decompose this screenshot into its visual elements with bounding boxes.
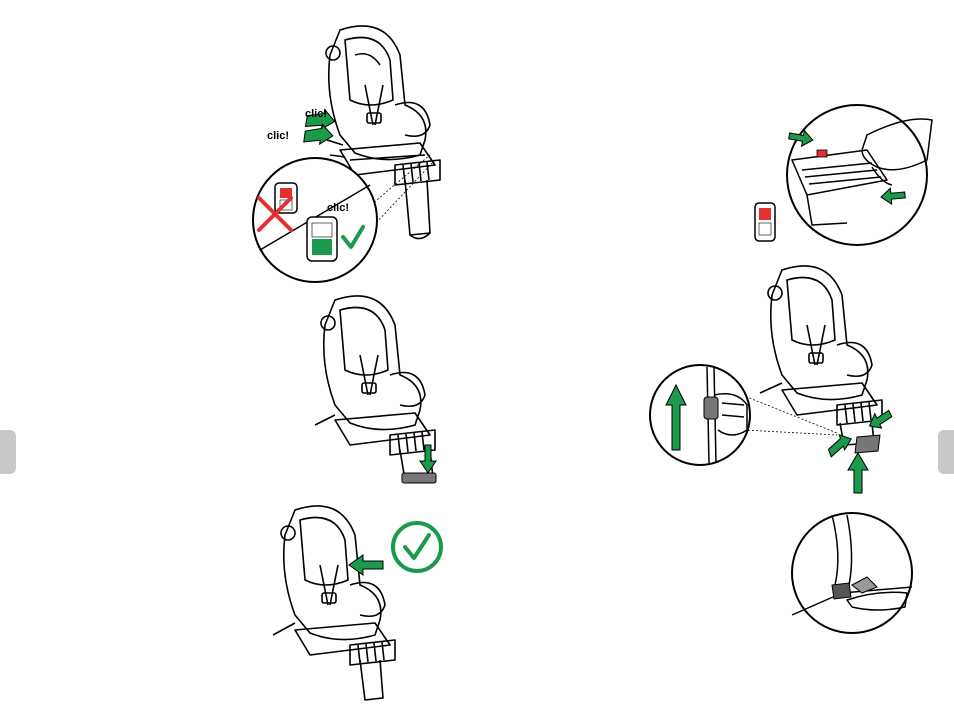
illustration-buckle-detail bbox=[791, 512, 913, 634]
illustration-step-1: clic! clic! clic! bbox=[252, 25, 441, 283]
left-page: clic! clic! clic! bbox=[0, 25, 443, 701]
illustration-step-2 bbox=[314, 295, 437, 484]
page-tab-right bbox=[938, 430, 954, 474]
cross-icon bbox=[257, 196, 293, 232]
clic-label-2: clic! bbox=[267, 130, 289, 142]
page-tab-left bbox=[0, 430, 16, 474]
checkmark-circle-icon bbox=[391, 521, 443, 573]
illustration-leg-release bbox=[649, 265, 893, 494]
illustration-step-3 bbox=[272, 505, 443, 701]
checkmark-icon bbox=[403, 533, 431, 560]
right-page bbox=[477, 0, 954, 715]
illustration-release-buttons bbox=[754, 104, 933, 246]
clic-label-3: clic! bbox=[327, 202, 349, 214]
clic-label-1: clic! bbox=[305, 108, 327, 120]
checkmark-icon bbox=[341, 225, 365, 249]
